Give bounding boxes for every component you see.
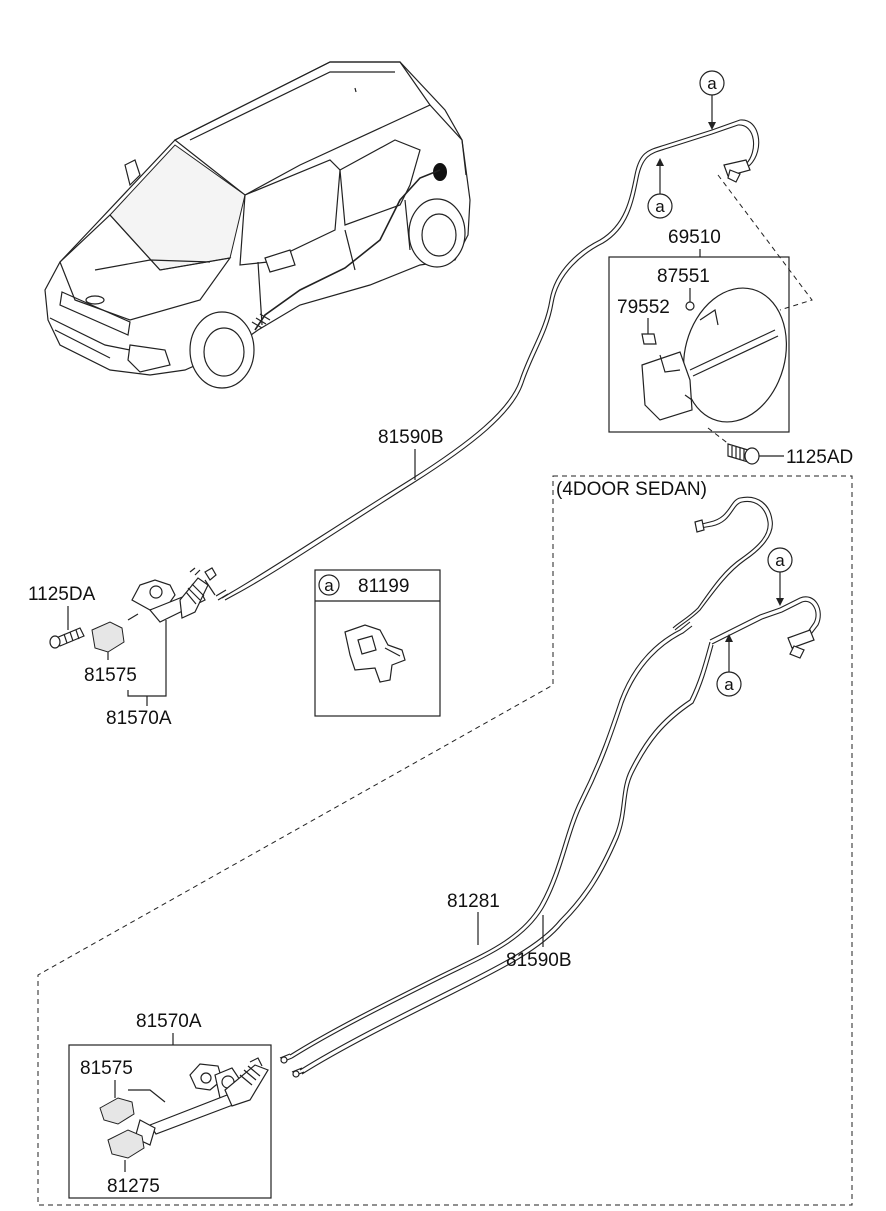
- part-87551: [685, 301, 695, 311]
- label-81575-top: 81575: [84, 665, 137, 686]
- latch-assembly-bottom: [134, 1057, 269, 1146]
- bumper-81575-top: [91, 621, 125, 653]
- label-1125da: 1125DA: [28, 584, 96, 605]
- sedan-fuel-connector: [709, 596, 821, 659]
- svg-text:a: a: [775, 551, 785, 570]
- label-81590b-top: 81590B: [378, 427, 444, 448]
- cable-81590b-top: [215, 119, 760, 601]
- svg-text:a: a: [724, 675, 734, 694]
- label-69510: 69510: [668, 227, 721, 248]
- label-79552: 79552: [617, 297, 670, 318]
- callout-a-sedan-top: a: [767, 547, 793, 606]
- label-1125ad: 1125AD: [786, 447, 853, 468]
- label-81281: 81281: [447, 891, 500, 912]
- sedan-cable-upper: [672, 496, 773, 631]
- bumper-81575-bottom: [99, 1097, 135, 1125]
- label-81575-bottom: 81575: [80, 1058, 133, 1079]
- label-81570a-top: 81570A: [106, 708, 172, 729]
- sedan-cables-long: [279, 621, 714, 1078]
- svg-text:a: a: [324, 576, 334, 595]
- svg-text:a: a: [707, 74, 717, 93]
- car-illustration: [44, 61, 471, 389]
- label-81275: 81275: [107, 1176, 160, 1197]
- callout-a-sedan-bottom: a: [716, 634, 742, 697]
- bolt-1125da: [49, 627, 85, 649]
- part-79552: [641, 333, 657, 345]
- callout-a-top: a: [699, 70, 725, 130]
- screw-1125ad: [707, 427, 784, 465]
- label-81570a-bottom: 81570A: [136, 1011, 202, 1032]
- fuel-filler-door: [641, 287, 788, 423]
- latch-assembly-top: [131, 567, 217, 623]
- label-81590b-bottom: 81590B: [506, 950, 572, 971]
- bumper-81275: [107, 1129, 145, 1159]
- svg-text:a: a: [655, 197, 665, 216]
- box-81199: a 81199: [314, 569, 441, 717]
- label-sedan-title: (4DOOR SEDAN): [556, 479, 707, 500]
- callout-a-mid: a: [647, 158, 673, 219]
- label-81199: 81199: [358, 576, 409, 597]
- sedan-region: [37, 475, 853, 1206]
- label-87551: 87551: [657, 266, 710, 287]
- box-69510: [608, 256, 790, 433]
- box-81570a-bottom: [68, 1044, 272, 1199]
